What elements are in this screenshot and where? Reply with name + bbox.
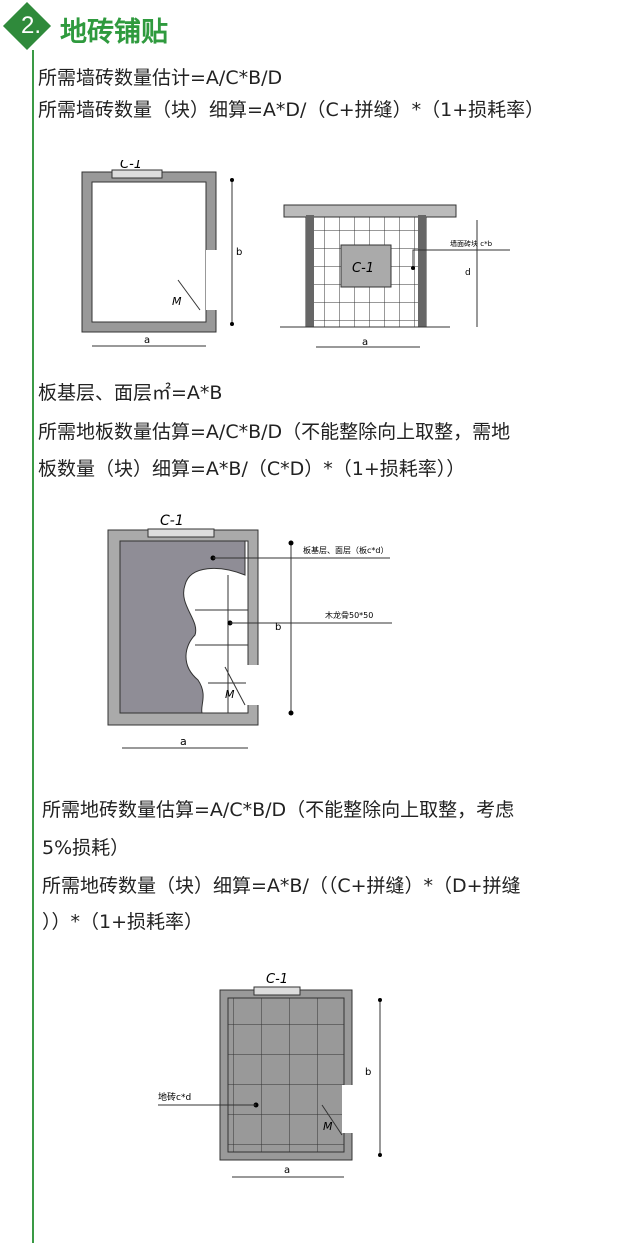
dim-b: b xyxy=(275,622,281,633)
window-label: C-1 xyxy=(120,160,142,172)
formula-line: 所需地板数量估算=A/C*B/D（不能整除向上取整，需地 xyxy=(38,421,511,443)
dim-a: a xyxy=(144,335,150,346)
formula-line: ））*（1+损耗率） xyxy=(42,911,204,933)
formula-line: 板基层、面层㎡=A*B xyxy=(38,382,223,404)
section-line xyxy=(32,50,34,1243)
dim-d: d xyxy=(465,268,471,278)
formula-line: 板数量（块）细算=A*B/（C*D）*（1+损耗率）） xyxy=(38,458,466,480)
floor-tile-label: 地砖c*d xyxy=(158,1091,191,1103)
floor-board-diagram: M C-1 板基层、面层（板c*d） 木龙骨50*50 b a xyxy=(107,513,392,749)
dim-a: a xyxy=(180,735,187,748)
floor-tile-diagram: M C-1 地砖c*d b a xyxy=(158,972,382,1178)
window-label: C-1 xyxy=(352,261,374,276)
wall-tile-label: 墙面砖块 c*b xyxy=(450,239,493,248)
formula-line: 所需地砖数量估算=A/C*B/D（不能整除向上取整，考虑 xyxy=(42,799,515,821)
wall-plan-diagram: M C-1 b a xyxy=(81,160,242,347)
section-title: 地砖铺贴 xyxy=(60,17,168,48)
formula-line: 所需地砖数量（块）细算=A*B/（（C+拼缝）*（D+拼缝 xyxy=(42,875,521,897)
dim-b: b xyxy=(236,247,242,258)
keel-label: 木龙骨50*50 xyxy=(325,610,373,620)
wall-elevation-diagram: C-1 墙面砖块 c*b d a xyxy=(280,204,510,348)
formula-line: 5%损耗） xyxy=(42,837,130,859)
section-number: 2. xyxy=(20,12,41,39)
dim-a: a xyxy=(284,1165,290,1176)
door-label: M xyxy=(225,688,235,701)
formula-line: 所需墙砖数量估计=A/C*B/D xyxy=(38,67,283,89)
window-label: C-1 xyxy=(266,972,288,987)
dim-a: a xyxy=(362,337,368,348)
door-label: M xyxy=(323,1120,333,1133)
door-label: M xyxy=(172,295,182,308)
formula-line: 所需墙砖数量（块）细算=A*D/（C+拼缝）*（1+损耗率） xyxy=(38,99,545,121)
dim-b: b xyxy=(365,1067,371,1078)
board-layer-label: 板基层、面层（板c*d） xyxy=(303,545,388,555)
window-label: C-1 xyxy=(160,513,184,529)
